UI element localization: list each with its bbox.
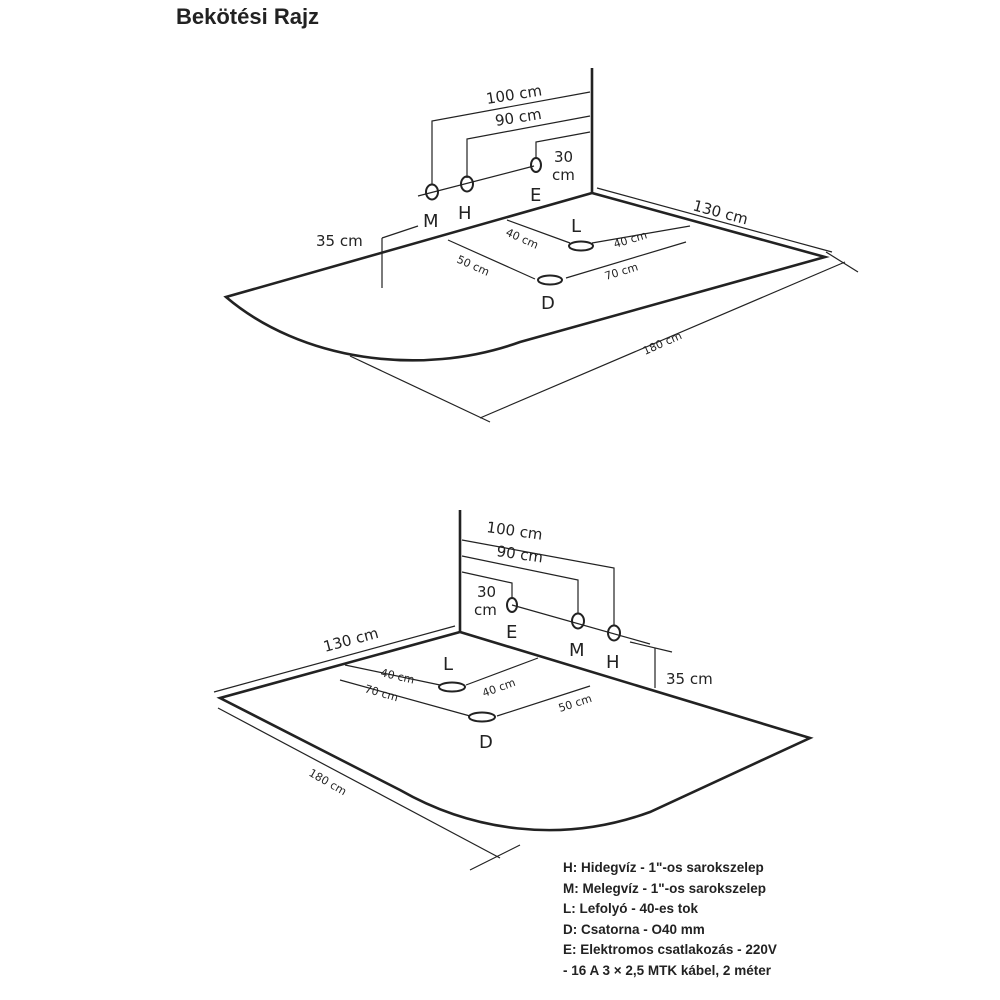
extension-line xyxy=(349,355,491,423)
dim-line-70 xyxy=(339,679,471,717)
dim-130: 130 cm xyxy=(321,624,380,656)
legend: H: Hidegvíz - 1"-os sarokszelep M: Meleg… xyxy=(563,858,777,981)
warm-water-connector-icon xyxy=(571,612,585,630)
legend-item-e-detail: - 16 A 3 × 2,5 MTK kábel, 2 méter xyxy=(563,962,771,978)
dim-35: 35 cm xyxy=(316,232,363,250)
dim-180: 180 cm xyxy=(307,766,349,798)
dim-100: 100 cm xyxy=(485,518,543,544)
drain-l-icon xyxy=(568,240,594,252)
dim-line-130 xyxy=(596,187,833,253)
label-e: E xyxy=(530,185,541,206)
shower-tray-outline xyxy=(216,630,814,832)
dim-line-180 xyxy=(479,261,846,419)
extension-line xyxy=(469,844,521,871)
label-d: D xyxy=(541,293,555,314)
extension-line xyxy=(381,225,419,239)
label-l: L xyxy=(443,654,453,675)
page-title: Bekötési Rajz xyxy=(176,4,320,29)
warm-water-connector-icon xyxy=(425,183,439,201)
electric-connector-icon xyxy=(530,157,542,173)
extension-line xyxy=(629,641,673,653)
dim-70: 70 cm xyxy=(603,260,640,282)
cold-water-connector-icon xyxy=(607,624,621,642)
cold-water-connector-icon xyxy=(460,175,474,193)
dim-30-unit: cm xyxy=(552,166,575,184)
pipe-line xyxy=(511,604,651,645)
dim-35: 35 cm xyxy=(666,670,713,688)
dim-line-180 xyxy=(217,707,501,859)
legend-item-m: M: Melegvíz - 1"-os sarokszelep xyxy=(563,880,766,896)
dim-180: 180 cm xyxy=(641,329,684,358)
drain-d-icon xyxy=(468,711,496,723)
extension-line xyxy=(825,251,859,273)
dim-90: 90 cm xyxy=(495,542,544,566)
pipe-line xyxy=(417,165,535,197)
dim-line-130 xyxy=(213,625,456,693)
dim-30-unit: cm xyxy=(474,601,497,619)
dim-line-70 xyxy=(565,241,687,279)
dim-line-40b xyxy=(465,657,539,686)
dim-30-value: 30 xyxy=(477,583,496,601)
label-h: H xyxy=(458,203,472,224)
drain-l-icon xyxy=(438,681,466,693)
dim-40a: 40 cm xyxy=(379,666,415,686)
legend-item-e: E: Elektromos csatlakozás - 220V xyxy=(563,942,777,957)
shower-tray-outline xyxy=(223,191,830,362)
drain-d-icon xyxy=(537,274,563,286)
dim-40b: 40 cm xyxy=(612,228,649,250)
label-m: M xyxy=(569,640,585,661)
dim-line-90 xyxy=(461,555,579,613)
label-h: H xyxy=(606,652,620,673)
dim-line-50 xyxy=(496,685,591,717)
dim-30-value: 30 xyxy=(554,148,573,166)
diagram-bottom: 130 cm 180 cm 35 cm 100 cm 90 cm 30 cm E… xyxy=(213,510,814,871)
dim-line-90 xyxy=(466,115,591,178)
dim-70: 70 cm xyxy=(363,682,400,704)
diagram-top: 130 cm 180 cm 35 cm 100 cm 90 cm 30 cm xyxy=(223,68,859,423)
dim-line-100 xyxy=(461,539,615,626)
dim-100: 100 cm xyxy=(485,81,543,108)
label-m: M xyxy=(423,211,439,232)
electric-connector-icon xyxy=(506,597,518,613)
dim-line-30 xyxy=(461,571,513,598)
dim-line-40a xyxy=(344,664,441,686)
dim-line-100 xyxy=(431,91,591,184)
label-d: D xyxy=(479,732,493,753)
dim-line-40b xyxy=(591,225,691,244)
dim-line-50 xyxy=(447,239,536,280)
label-l: L xyxy=(571,216,581,237)
legend-item-l: L: Lefolyó - 40-es tok xyxy=(563,901,699,916)
dim-40b: 40 cm xyxy=(481,676,518,700)
legend-item-h: H: Hidegvíz - 1"-os sarokszelep xyxy=(563,860,764,875)
dim-line-40a xyxy=(506,219,571,244)
legend-item-d: D: Csatorna - O40 mm xyxy=(563,921,705,937)
dim-line-30 xyxy=(535,131,591,158)
label-e: E xyxy=(506,622,517,643)
